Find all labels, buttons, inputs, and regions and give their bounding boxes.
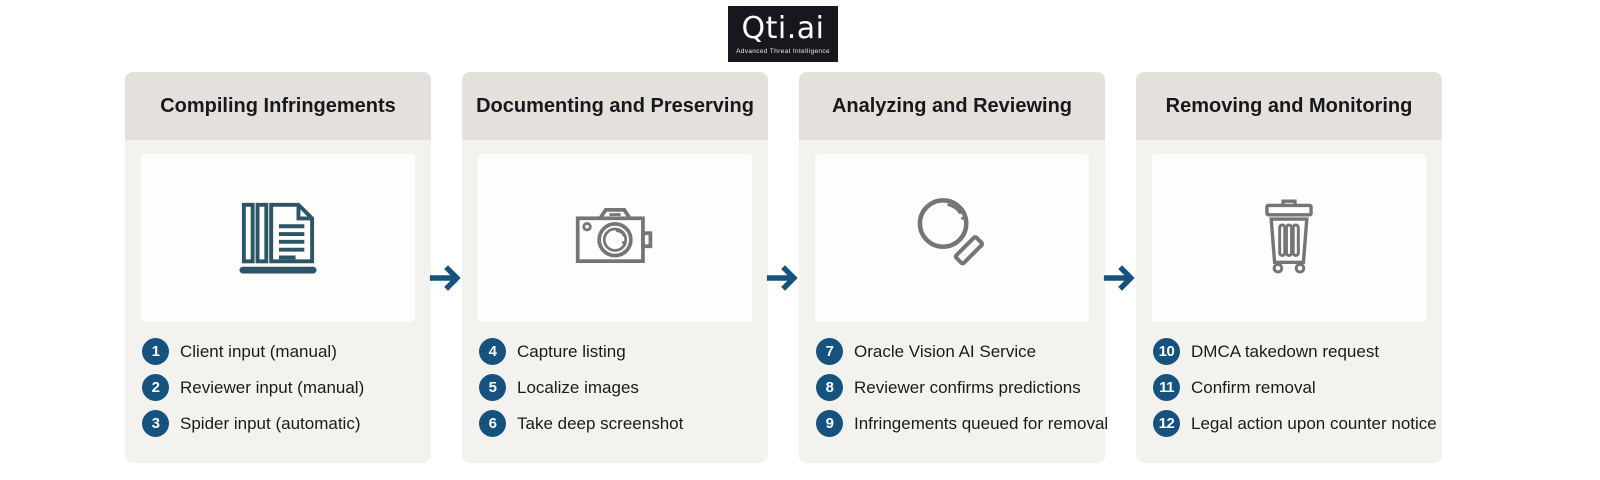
- step-label: Spider input (automatic): [180, 413, 361, 433]
- step-number-badge: 2: [142, 374, 169, 401]
- icon-card: [478, 154, 752, 322]
- magnifier-icon: [911, 195, 993, 282]
- process-flow: Compiling Infringements: [125, 72, 1442, 463]
- step-label: DMCA takedown request: [1191, 341, 1380, 361]
- list-item: 2 Reviewer input (manual): [142, 374, 431, 401]
- camera-icon: [574, 204, 656, 273]
- list-item: 4 Capture listing: [479, 338, 768, 365]
- step-list: 4 Capture listing 5 Localize images 6 Ta…: [479, 338, 768, 437]
- step-number-badge: 8: [816, 374, 843, 401]
- list-item: 5 Localize images: [479, 374, 768, 401]
- logo-subtitle: Advanced Threat Intelligence: [736, 48, 830, 55]
- step-number-badge: 5: [479, 374, 506, 401]
- step-list: 10 DMCA takedown request 11 Confirm remo…: [1153, 338, 1442, 437]
- step-label: Legal action upon counter notice: [1191, 413, 1437, 433]
- qti-logo: Qti.ai Advanced Threat Intelligence: [728, 6, 838, 62]
- step-number-badge: 3: [142, 410, 169, 437]
- column-header: Analyzing and Reviewing: [799, 72, 1105, 140]
- arrow-right-icon: [766, 257, 802, 463]
- icon-card: [1152, 154, 1426, 322]
- column-title: Analyzing and Reviewing: [831, 94, 1073, 117]
- step-number-badge: 9: [816, 410, 843, 437]
- list-item: 6 Take deep screenshot: [479, 410, 768, 437]
- list-item: 9 Infringements queued for removal: [816, 410, 1109, 437]
- list-item: 1 Client input (manual): [142, 338, 431, 365]
- column-header: Removing and Monitoring: [1136, 72, 1442, 140]
- step-label: Confirm removal: [1191, 377, 1316, 397]
- step-label: Client input (manual): [180, 341, 337, 361]
- step-label: Oracle Vision AI Service: [854, 341, 1037, 361]
- flow-gap: [766, 72, 802, 463]
- step-label: Capture listing: [517, 341, 626, 361]
- step-label: Infringements queued for removal: [854, 413, 1109, 433]
- column-compiling-infringements: Compiling Infringements: [125, 72, 431, 463]
- column-removing-monitoring: Removing and Monitoring: [1136, 72, 1442, 463]
- step-number-badge: 4: [479, 338, 506, 365]
- arrow-right-icon: [1103, 257, 1139, 463]
- flow-gap: [1103, 72, 1139, 463]
- list-item: 3 Spider input (automatic): [142, 410, 431, 437]
- step-list: 7 Oracle Vision AI Service 8 Reviewer co…: [816, 338, 1109, 437]
- documents-icon: [239, 197, 317, 280]
- column-header: Documenting and Preserving: [462, 72, 768, 140]
- step-number-badge: 7: [816, 338, 843, 365]
- list-item: 8 Reviewer confirms predictions: [816, 374, 1105, 401]
- step-number-badge: 10: [1153, 338, 1180, 365]
- column-header: Compiling Infringements: [125, 72, 431, 140]
- column-analyzing-reviewing: Analyzing and Reviewing 7 Oracle Vision …: [799, 72, 1109, 463]
- list-item: 11 Confirm removal: [1153, 374, 1442, 401]
- column-title: Documenting and Preserving: [476, 94, 754, 117]
- logo-title: Qti.ai: [741, 11, 825, 46]
- column-title: Compiling Infringements: [160, 94, 396, 117]
- icon-card: [141, 154, 415, 322]
- step-list: 1 Client input (manual) 2 Reviewer input…: [142, 338, 431, 437]
- column-documenting-preserving: Documenting and Preserving: [462, 72, 768, 463]
- step-label: Reviewer confirms predictions: [854, 377, 1081, 397]
- step-number-badge: 11: [1153, 374, 1180, 401]
- list-item: 12 Legal action upon counter notice: [1153, 410, 1442, 437]
- arrow-right-icon: [429, 257, 465, 463]
- step-label: Take deep screenshot: [517, 413, 684, 433]
- list-item: 7 Oracle Vision AI Service: [816, 338, 1105, 365]
- step-label: Reviewer input (manual): [180, 377, 365, 397]
- step-label: Localize images: [517, 377, 639, 397]
- step-number-badge: 1: [142, 338, 169, 365]
- step-number-badge: 12: [1153, 410, 1180, 437]
- list-item: 10 DMCA takedown request: [1153, 338, 1442, 365]
- step-number-badge: 6: [479, 410, 506, 437]
- flow-gap: [429, 72, 465, 463]
- column-title: Removing and Monitoring: [1165, 94, 1413, 117]
- icon-card: [815, 154, 1089, 322]
- trash-icon: [1256, 197, 1322, 280]
